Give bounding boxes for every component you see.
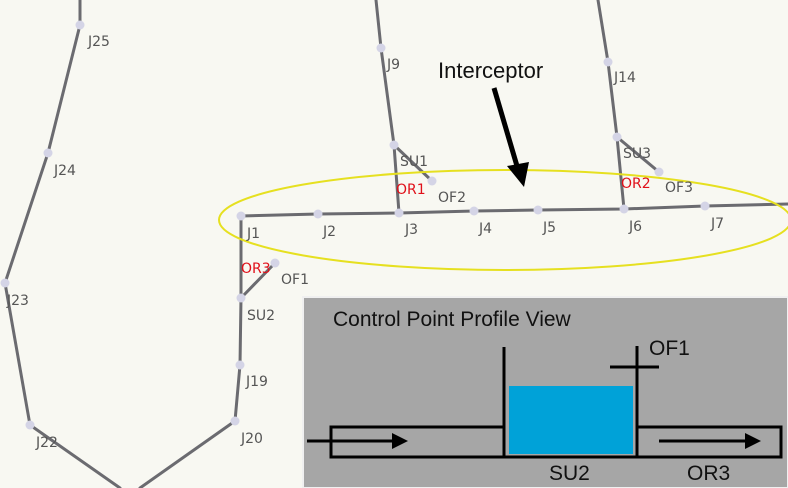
node-j23[interactable] (0, 278, 10, 288)
interceptor-link (239, 202, 788, 218)
label-of1: OF1 (281, 272, 309, 288)
inflow-arrow-icon (307, 433, 408, 449)
label-su3: SU3 (623, 146, 651, 162)
label-of3: OF3 (665, 180, 693, 196)
label-j1: J1 (246, 226, 260, 242)
node-of1[interactable] (270, 258, 280, 268)
label-j5: J5 (542, 220, 556, 236)
interceptor-highlight-ellipse (218, 169, 788, 271)
node-j22[interactable] (25, 420, 35, 430)
label-su2: SU2 (247, 308, 275, 324)
storage-water (509, 386, 633, 454)
label-j24: J24 (53, 163, 76, 179)
node-of3[interactable] (654, 167, 664, 177)
label-j7: J7 (710, 216, 724, 232)
label-j4: J4 (478, 221, 492, 237)
node-j20[interactable] (230, 416, 240, 426)
label-su1: SU1 (400, 154, 428, 170)
profile-storage-label: SU2 (549, 462, 590, 485)
west-trunk-link (3, 0, 122, 488)
node-j6[interactable] (619, 204, 629, 214)
junction-nodes (0, 20, 710, 430)
label-j14: J14 (613, 70, 636, 86)
node-labels: J25 J24 J23 J22 J9 J14 SU1 SU3 OF2 OF3 O… (6, 34, 724, 451)
profile-outfall-label: OF1 (649, 337, 690, 360)
label-or3: OR3 (241, 261, 271, 277)
outflow-arrow-icon (659, 433, 761, 449)
label-j20: J20 (240, 431, 263, 447)
node-su3[interactable] (612, 132, 622, 142)
node-j9[interactable] (376, 43, 386, 53)
su1-of2-link (392, 143, 434, 183)
or3-link (239, 261, 277, 300)
interceptor-arrow-icon (491, 87, 529, 187)
label-j25: J25 (87, 34, 110, 50)
profile-orifice-label: OR3 (687, 462, 730, 485)
node-j5[interactable] (533, 205, 543, 215)
interceptor-callout-label: Interceptor (438, 58, 543, 83)
label-j9: J9 (386, 57, 400, 73)
profile-view-inset: Control Point Profile View OF1 SU2 OR3 (302, 296, 788, 488)
node-su1[interactable] (389, 140, 399, 150)
label-j22: J22 (35, 435, 58, 451)
node-j3[interactable] (394, 208, 404, 218)
su3-of3-link (615, 135, 661, 174)
node-j24[interactable] (43, 148, 53, 158)
j14-branch-link (596, 0, 619, 139)
label-j23: J23 (6, 293, 29, 309)
or1-link (392, 143, 401, 215)
node-j25[interactable] (75, 20, 85, 30)
node-j1[interactable] (236, 211, 246, 221)
node-j19[interactable] (235, 360, 245, 370)
label-j3: J3 (404, 222, 418, 238)
label-or2: OR2 (621, 176, 651, 192)
node-j2[interactable] (313, 209, 323, 219)
label-j6: J6 (628, 219, 642, 235)
label-j19: J19 (245, 374, 268, 390)
label-of2: OF2 (438, 190, 466, 206)
j19-j20-link (138, 296, 243, 488)
node-j14[interactable] (603, 57, 613, 67)
or2-link (615, 135, 626, 211)
node-su2[interactable] (236, 293, 246, 303)
label-j2: J2 (322, 224, 336, 240)
node-j4[interactable] (469, 206, 479, 216)
node-j7[interactable] (700, 201, 710, 211)
outlet-conduit (637, 425, 783, 459)
label-or1: OR1 (396, 182, 426, 198)
node-of2[interactable] (427, 176, 437, 186)
profile-view-title: Control Point Profile View (333, 308, 572, 331)
